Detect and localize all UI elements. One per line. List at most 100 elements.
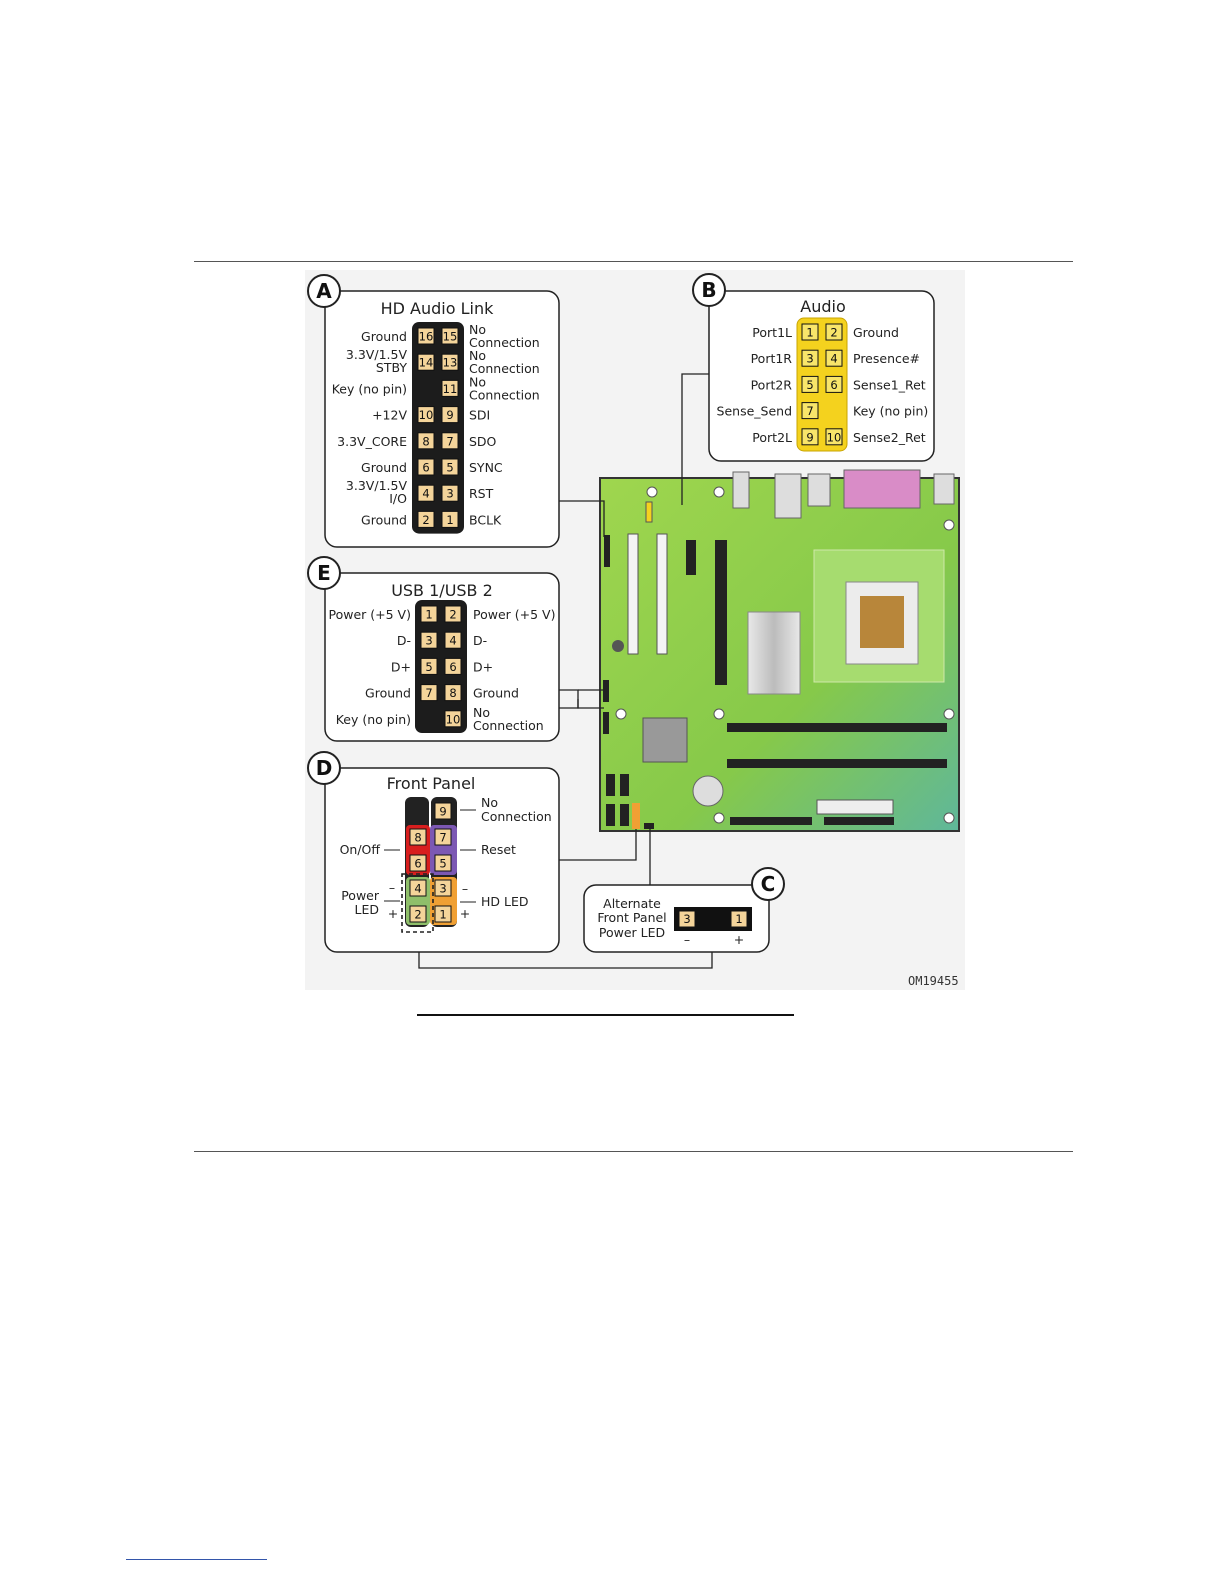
audio-pin-2-box <box>825 323 843 341</box>
audio-pin-5: 5 <box>806 378 813 392</box>
hd-audio-left-label-4: 3.3V_CORE <box>337 434 407 449</box>
usb-pin-7: 7 <box>425 686 432 700</box>
hd-led-plus: + <box>460 906 470 921</box>
alt-minus: – <box>684 932 690 947</box>
usb-pin-4-box <box>444 631 462 649</box>
usb-right-label-1: D- <box>473 633 487 648</box>
hd-audio-left-label-7: Ground <box>361 512 407 527</box>
hd-audio-title: HD Audio Link <box>381 299 495 318</box>
hd-audio-pin-7: 7 <box>446 434 453 448</box>
audio-pin-9: 9 <box>806 430 813 444</box>
hd-audio-pin-14: 14 <box>419 356 434 370</box>
usb-pin-3: 3 <box>425 634 432 648</box>
power-led-minus: – <box>389 880 395 895</box>
usb-pin-1-box <box>420 605 438 623</box>
power-led-label-line2: LED <box>355 902 380 917</box>
hd-audio-left-label-5: Ground <box>361 460 407 475</box>
hd-audio-pin-16: 16 <box>419 330 434 344</box>
hd-audio-right-label-4: SDO <box>469 434 497 449</box>
usb-pin-6-box <box>444 657 462 675</box>
hd-audio-right-label-2-b: Connection <box>469 387 540 402</box>
onoff-label: On/Off <box>340 842 381 857</box>
front-panel-pin-1-box <box>434 905 452 923</box>
hd-audio-pin-6-box <box>417 458 435 476</box>
audio-pin-1: 1 <box>806 326 813 340</box>
usb-left-label-4: Key (no pin) <box>336 712 411 727</box>
pin9-label-line2: Connection <box>481 809 552 824</box>
audio-pin-9-box <box>801 428 819 446</box>
hd-audio-pin-9-box <box>441 406 459 424</box>
hd-audio-pin-8-box <box>417 432 435 450</box>
front-panel-pin-7: 7 <box>439 831 446 845</box>
front-panel-pin-3: 3 <box>439 882 446 896</box>
front-panel-pin-4-box <box>409 879 427 897</box>
hd-audio-right-label-5: SYNC <box>469 460 503 475</box>
front-panel-pin-6-box <box>409 854 427 872</box>
hd-audio-right-label-0-b: Connection <box>469 335 540 350</box>
hd-audio-left-label-0: Ground <box>361 329 407 344</box>
hd-audio-pin-13-box <box>441 353 459 371</box>
alt-pin-1: 1 <box>735 912 742 926</box>
usb-title: USB 1/USB 2 <box>391 581 493 600</box>
audio-pin-1-box <box>801 323 819 341</box>
audio-pin-3-box <box>801 349 819 367</box>
usb-right-label-0: Power (+5 V) <box>473 607 555 622</box>
alt-title-line2: Front Panel <box>597 910 666 925</box>
audio-pin-3: 3 <box>806 352 813 366</box>
audio-left-label-0: Port1L <box>752 325 792 340</box>
hd-audio-pin-2: 2 <box>422 513 429 527</box>
hd-audio-pin-3-box <box>441 484 459 502</box>
hd-audio-pin-11: 11 <box>443 382 458 396</box>
bottom-rule <box>194 1151 1073 1152</box>
hd-audio-right-label-1: No <box>469 348 486 363</box>
usb-pin-2-box <box>444 605 462 623</box>
badge-d: D <box>316 756 333 780</box>
badge-c: C <box>761 872 776 896</box>
usb-pin-1: 1 <box>425 608 432 622</box>
alt-pin-3: 3 <box>683 912 690 926</box>
usb-pin-7-box <box>420 684 438 702</box>
hd-audio-header-body <box>412 322 464 534</box>
front-panel-pin-2: 2 <box>414 908 421 922</box>
audio-pin-2: 2 <box>830 326 837 340</box>
usb-pin-3-box <box>420 631 438 649</box>
usb-pin-5: 5 <box>425 660 432 674</box>
hd-audio-pin-3: 3 <box>446 487 453 501</box>
hd-audio-pin-9: 9 <box>446 408 453 422</box>
alt-title-line1: Alternate <box>603 896 661 911</box>
motherboard <box>599 469 960 832</box>
audio-right-label-0: Ground <box>853 325 899 340</box>
front-panel-pin-5: 5 <box>439 857 446 871</box>
audio-pin-7-box <box>801 402 819 420</box>
front-panel-pin-5-box <box>434 854 452 872</box>
callout-alternate-power-led: C Alternate Front Panel Power LED 3 1 – … <box>583 867 785 953</box>
audio-pin-10-box <box>825 428 843 446</box>
front-panel-pin-1: 1 <box>439 908 446 922</box>
audio-right-label-4: Sense2_Ret <box>853 430 926 445</box>
front-panel-pin-3-box <box>434 879 452 897</box>
usb-right-label-4-b: Connection <box>473 718 544 733</box>
front-panel-pin-8: 8 <box>414 831 421 845</box>
hd-audio-pin-10-box <box>417 406 435 424</box>
audio-right-label-3: Key (no pin) <box>853 404 928 419</box>
hd-audio-left-label-2: Key (no pin) <box>332 381 407 396</box>
hd-audio-pin-1: 1 <box>446 513 453 527</box>
audio-pin-4: 4 <box>830 352 837 366</box>
front-panel-pin-4: 4 <box>414 882 421 896</box>
audio-left-label-4: Port2L <box>752 430 792 445</box>
usb-left-label-2: D+ <box>391 659 411 674</box>
front-panel-title: Front Panel <box>387 774 476 793</box>
pin9-label-line1: No <box>481 795 498 810</box>
usb-left-label-0: Power (+5 V) <box>329 607 411 622</box>
audio-pin-6-box <box>825 375 843 393</box>
usb-right-label-2: D+ <box>473 659 493 674</box>
power-led-label-line1: Power <box>341 888 380 903</box>
alt-title-line3: Power LED <box>599 925 665 940</box>
hd-audio-pin-15-box <box>441 327 459 345</box>
hd-audio-pin-4: 4 <box>422 487 429 501</box>
hd-audio-pin-4-box <box>417 484 435 502</box>
hd-audio-right-label-0: No <box>469 322 486 337</box>
